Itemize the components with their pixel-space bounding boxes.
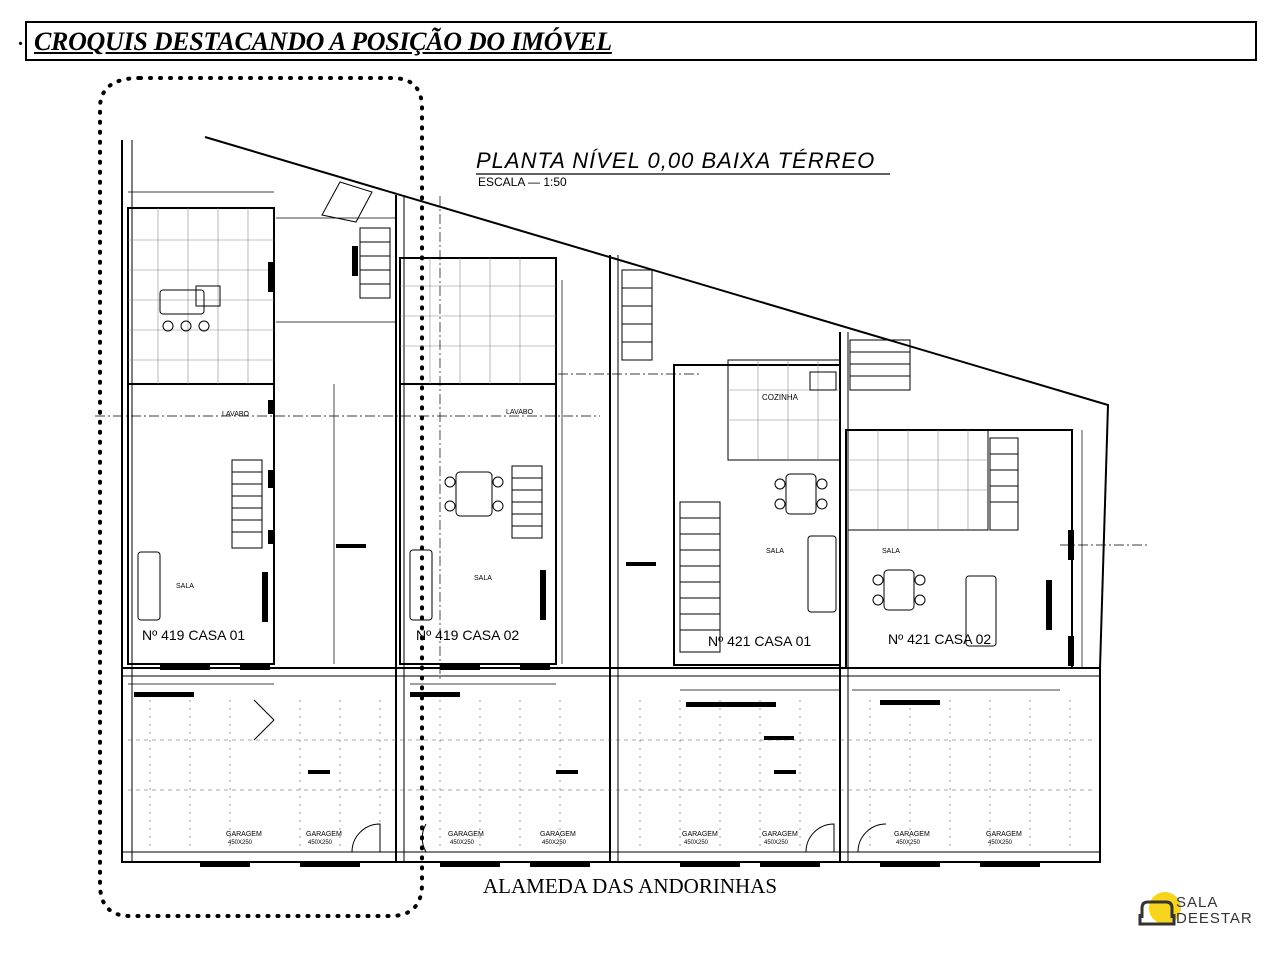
garage-dim-5: 450X250 [684, 840, 709, 846]
garage-label-6: GARAGEM [762, 831, 798, 838]
garage-dim-3: 450X250 [450, 840, 475, 846]
garage-dim-4: 450X250 [542, 840, 567, 846]
house-419-02-living [399, 383, 557, 665]
garage-label-2: GARAGEM [306, 831, 342, 838]
garage-label-8: GARAGEM [986, 831, 1022, 838]
house-419-01-kitchen [127, 207, 275, 385]
logo-text-sala: SALA [1176, 894, 1219, 911]
sofa-icon [1138, 900, 1176, 926]
garage-dim-1: 450X250 [228, 840, 253, 846]
garage-label-5: GARAGEM [682, 831, 718, 838]
garage-dim-6: 450X250 [764, 840, 789, 846]
room-kitchen-421-01: COZINHA [762, 393, 799, 402]
logo-text-deestar: DEESTAR [1176, 910, 1253, 927]
highlight-outline [98, 76, 424, 918]
house-label-421-02: Nº 421 CASA 02 [888, 631, 991, 647]
plan-scale: ESCALA — 1:50 [478, 175, 567, 189]
house-label-419-02: Nº 419 CASA 02 [416, 627, 519, 643]
kitchen-421-02 [847, 429, 989, 531]
sala-de-estar-logo: SALA DEESTAR [1138, 888, 1258, 932]
header-box: CROQUIS DESTACANDO A POSIÇÃO DO IMÓVEL [25, 21, 1257, 61]
plan-title: PLANTA NÍVEL 0,00 BAIXA TÉRREO [476, 148, 875, 173]
header-dot: . [18, 28, 23, 50]
room-sala-419-02: SALA [474, 575, 492, 582]
street-name: ALAMEDA DAS ANDORINHAS [483, 874, 778, 898]
header-title: CROQUIS DESTACANDO A POSIÇÃO DO IMÓVEL [34, 27, 612, 56]
garage-label-1: GARAGEM [226, 831, 262, 838]
room-sala-421-02: SALA [882, 548, 900, 555]
plot-boundary [121, 136, 1110, 863]
garage-dim-7: 450X250 [896, 840, 921, 846]
house-421-01 [673, 364, 841, 666]
garage-label-4: GARAGEM [540, 831, 576, 838]
house-label-419-01: Nº 419 CASA 01 [142, 627, 245, 643]
logo-sun-icon [1149, 892, 1181, 924]
room-lavabo-419-01: LAVABO [222, 411, 250, 418]
room-sala-419-01: SALA [176, 583, 194, 590]
room-sala-421-01: SALA [766, 548, 784, 555]
house-419-01-living [127, 383, 275, 665]
garage-label-7: GARAGEM [894, 831, 930, 838]
house-label-421-01: Nº 421 CASA 01 [708, 633, 811, 649]
room-lavabo-419-02: LAVABO [506, 409, 534, 416]
kitchen-421-01 [727, 359, 841, 461]
garage-dim-2: 450X250 [308, 840, 333, 846]
garage-dim-8: 450X250 [988, 840, 1013, 846]
garage-label-3: GARAGEM [448, 831, 484, 838]
